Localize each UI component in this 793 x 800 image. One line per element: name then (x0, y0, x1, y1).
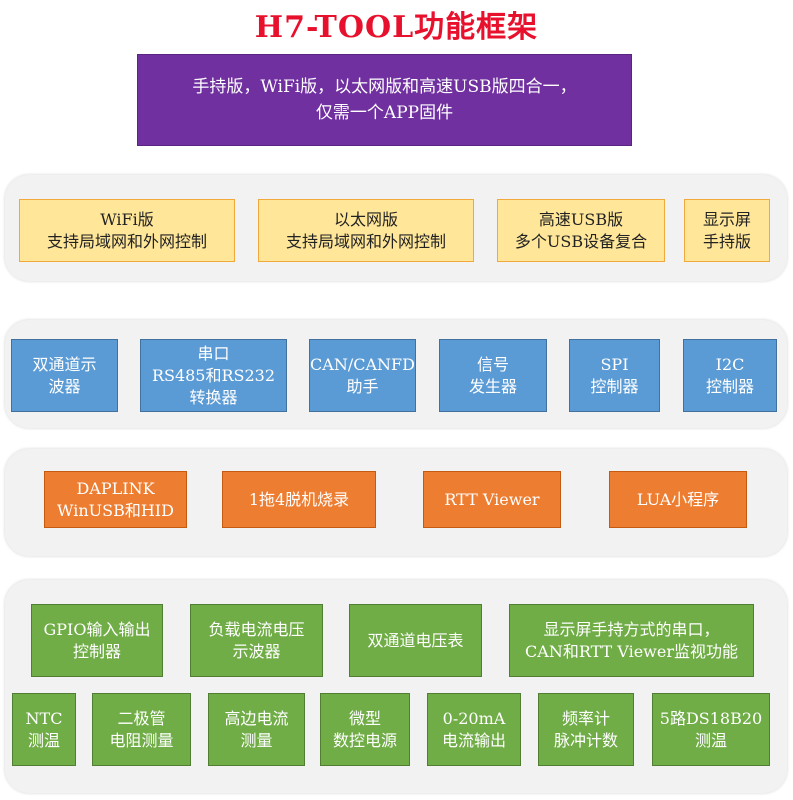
can-assistant-box: CAN/CANFD 助手 (309, 339, 416, 412)
banner-line-2: 仅需一个APP固件 (315, 103, 454, 123)
handheld-version-box: 显示屏 手持版 (684, 199, 770, 262)
frequency-counter-box: 频率计 脉冲计数 (538, 693, 634, 766)
lua-program-box: LUA小程序 (609, 471, 747, 528)
voltmeter-box: 双通道电压表 (349, 604, 482, 677)
ntc-box: NTC 测温 (12, 693, 76, 766)
rtt-viewer-box: RTT Viewer (423, 471, 561, 528)
spi-controller-box: SPI 控制器 (569, 339, 660, 412)
serial-converter-box: 串口 RS485和RS232 转换器 (140, 339, 287, 412)
daplink-box: DAPLINK WinUSB和HID (44, 471, 187, 528)
load-oscilloscope-box: 负载电流电压 示波器 (190, 604, 323, 677)
handheld-monitor-box: 显示屏手持方式的串口， CAN和RTT Viewer监视功能 (509, 604, 754, 677)
current-output-box: 0-20mA 电流输出 (427, 693, 521, 766)
ds18b20-box: 5路DS18B20 测温 (652, 693, 770, 766)
diode-resistance-box: 二极管 电阻测量 (92, 693, 191, 766)
banner-line-1: 手持版，WiFi版，以太网版和高速USB版四合一， (192, 77, 577, 97)
power-supply-box: 微型 数控电源 (320, 693, 410, 766)
offline-programming-box: 1拖4脱机烧录 (222, 471, 376, 528)
signal-generator-box: 信号 发生器 (439, 339, 547, 412)
banner-box: 手持版，WiFi版，以太网版和高速USB版四合一， 仅需一个APP固件 (137, 54, 632, 146)
page-title: H7-TOOL功能框架 (254, 10, 539, 45)
gpio-controller-box: GPIO输入输出 控制器 (31, 604, 163, 677)
high-side-current-box: 高边电流 测量 (208, 693, 305, 766)
i2c-controller-box: I2C 控制器 (683, 339, 777, 412)
ethernet-version-box: 以太网版 支持局域网和外网控制 (258, 199, 474, 262)
oscilloscope-box: 双通道示 波器 (11, 339, 118, 412)
wifi-version-box: WiFi版 支持局域网和外网控制 (19, 199, 235, 262)
usb-version-box: 高速USB版 多个USB设备复合 (497, 199, 665, 262)
